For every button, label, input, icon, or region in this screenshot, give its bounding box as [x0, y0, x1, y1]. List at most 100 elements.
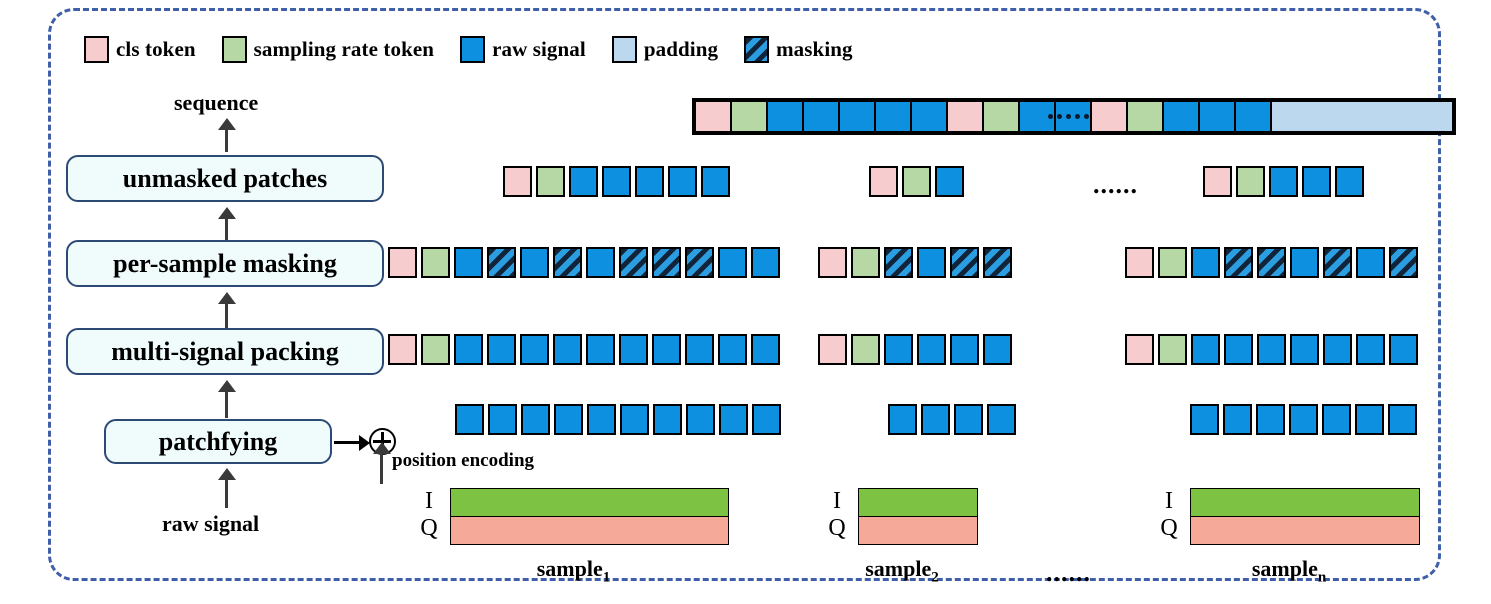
masking-group-3 [1125, 247, 1418, 278]
sample-1-iq-labels: I Q [418, 488, 440, 542]
legend-item-raw-signal: raw signal [460, 36, 586, 63]
token-group [818, 334, 1012, 365]
arrow-packing-to-masking [218, 292, 236, 328]
cell-raw-signal [620, 404, 649, 435]
cell-raw-signal [718, 334, 747, 365]
sequence-cell-ellipsis [1048, 101, 1098, 132]
legend-item-cls-token: cls token [84, 36, 196, 63]
sample-2-name-text: sample [865, 556, 932, 581]
token-group [455, 404, 781, 435]
cell-sampling-rate-token [851, 247, 880, 278]
cell-sampling-rate-token [1236, 166, 1265, 197]
cell-raw-signal [454, 247, 483, 278]
cell-raw-signal [685, 334, 714, 365]
packing-group-1 [388, 334, 780, 365]
cell-masking [1257, 247, 1286, 278]
legend-swatch-icon [744, 36, 770, 63]
cell-raw-signal [954, 404, 983, 435]
box-patchfying[interactable]: patchfying [104, 419, 332, 464]
cell-sampling-rate-token [1158, 247, 1187, 278]
cell-masking [884, 247, 913, 278]
i-label: I [1165, 488, 1173, 514]
sample-1-q-bar [451, 516, 728, 544]
cell-cls-token [388, 334, 417, 365]
cell-sampling-rate-token [421, 247, 450, 278]
cell-raw-signal [653, 404, 682, 435]
cell-raw-signal [752, 404, 781, 435]
cell-raw-signal [487, 334, 516, 365]
sample-n-q-bar [1191, 516, 1419, 544]
token-group [818, 247, 1012, 278]
arrow-patchfying-to-packing [218, 380, 236, 418]
sample-n-name-text: sample [1251, 556, 1318, 581]
cell-raw-signal [921, 404, 950, 435]
legend-label: padding [643, 37, 719, 61]
cell-raw-signal [520, 334, 549, 365]
sample-1-name-sub: 1 [602, 569, 611, 586]
cell-cls-token [1091, 101, 1127, 132]
cell-raw-signal [987, 404, 1016, 435]
sample-2-i-bar [859, 489, 977, 516]
cell-raw-signal [1163, 101, 1199, 132]
legend-swatch-icon [84, 36, 109, 63]
sample-n-name-sub: n [1317, 569, 1327, 586]
cell-raw-signal [1388, 404, 1417, 435]
sample-1-name-text: sample [536, 556, 603, 581]
unmasked-group-2 [869, 166, 964, 197]
packing-group-3 [1125, 334, 1418, 365]
cell-raw-signal [521, 404, 550, 435]
cell-raw-signal [1335, 166, 1364, 197]
token-group [869, 166, 964, 197]
cell-cls-token [818, 334, 847, 365]
cell-raw-signal [1323, 334, 1352, 365]
cell-raw-signal [751, 334, 780, 365]
cell-raw-signal [1289, 404, 1318, 435]
cell-masking [487, 247, 516, 278]
cell-raw-signal [454, 334, 483, 365]
cell-raw-signal [767, 101, 803, 132]
cell-raw-signal [1191, 334, 1220, 365]
cell-raw-signal [1235, 101, 1271, 132]
arrow-patchfying-to-oplus [334, 434, 370, 451]
cell-masking [1389, 247, 1418, 278]
cell-raw-signal [701, 166, 730, 197]
box-multi-signal-packing[interactable]: multi-signal packing [66, 328, 384, 375]
cell-raw-signal [839, 101, 875, 132]
token-group [388, 334, 780, 365]
cell-raw-signal [719, 404, 748, 435]
cell-sampling-rate-token [536, 166, 565, 197]
cell-raw-signal [983, 334, 1012, 365]
cell-raw-signal [619, 334, 648, 365]
box-per-sample-masking[interactable]: per-sample masking [66, 240, 384, 287]
legend-label: cls token [116, 37, 196, 61]
cell-masking [1224, 247, 1253, 278]
cell-raw-signal [587, 404, 616, 435]
box-per-sample-masking-label: per-sample masking [113, 248, 337, 278]
cell-masking [1323, 247, 1352, 278]
cell-raw-signal [1257, 334, 1286, 365]
sample-n-name: samplen [1158, 556, 1420, 586]
i-label: I [425, 488, 433, 514]
cell-cls-token [869, 166, 898, 197]
diagram-frame [48, 8, 1441, 581]
cell-raw-signal [888, 404, 917, 435]
legend-item-sampling-rate-token: sampling rate token [221, 36, 434, 63]
cell-cls-token [695, 101, 731, 132]
cell-raw-signal [1190, 404, 1219, 435]
cell-masking [619, 247, 648, 278]
box-unmasked-patches[interactable]: unmasked patches [66, 155, 384, 202]
legend-label: raw signal [492, 37, 586, 61]
unmasked-ellipsis: ...... [1093, 170, 1138, 199]
cell-raw-signal [1224, 334, 1253, 365]
cell-raw-signal [1302, 166, 1331, 197]
cell-sampling-rate-token [1127, 101, 1163, 132]
cell-masking [652, 247, 681, 278]
cell-raw-signal [1322, 404, 1351, 435]
cell-raw-signal [586, 334, 615, 365]
cell-sampling-rate-token [731, 101, 767, 132]
cell-raw-signal [875, 101, 911, 132]
arrow-masking-to-unmasked [218, 207, 236, 243]
patches-group-3 [1190, 404, 1417, 435]
cell-sampling-rate-token [851, 334, 880, 365]
